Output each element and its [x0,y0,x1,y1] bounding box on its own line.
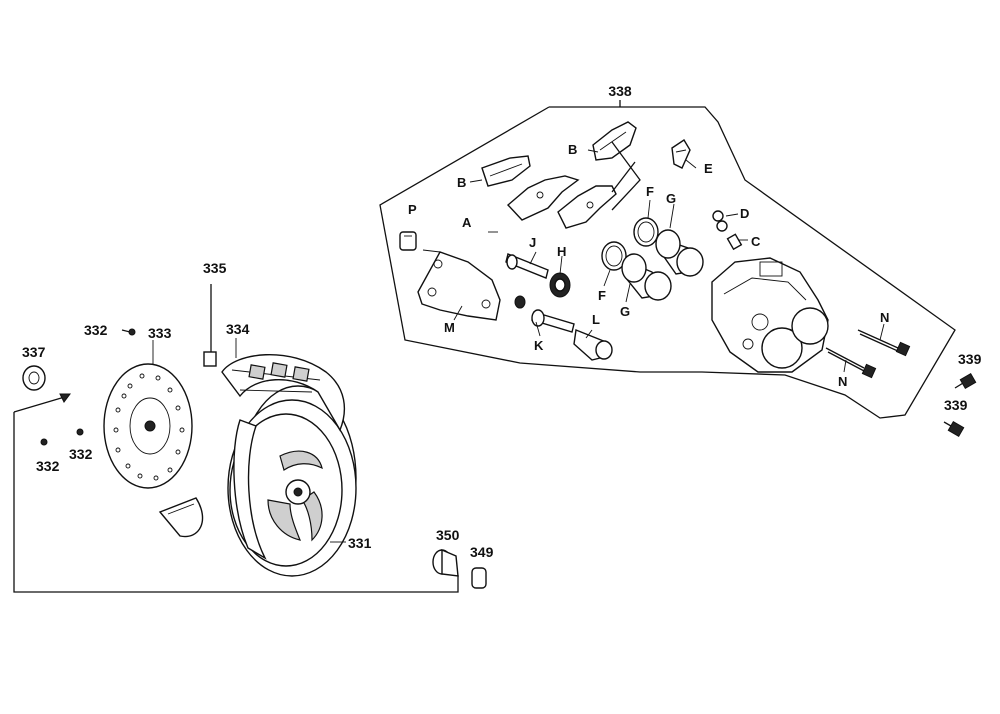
boot-h [549,272,571,298]
caliper-bracket-m [417,251,501,321]
sleeve-l [573,329,613,361]
label-333: 333 [148,325,172,341]
label-letter-k: K [534,338,544,353]
label-letter-m: M [444,320,455,335]
label-350: 350 [436,527,460,543]
label-letter-h: H [557,244,566,259]
seal-f-upper [633,217,659,247]
label-letter-a: A [462,215,472,230]
label-letter-p: P [408,202,417,217]
label-letter-c: C [751,234,761,249]
slide-pin-k [514,295,575,333]
label-332-top: 332 [84,322,108,338]
brake-pad-upper [592,121,637,161]
collar-350 [432,548,459,577]
caliper-bolt-n-lower [825,347,877,379]
axle-nut [22,365,46,391]
label-349: 349 [470,544,494,560]
label-letter-d: D [740,206,749,221]
label-letter-n-lower: N [838,374,847,389]
label-339-lower: 339 [944,397,968,413]
bolt-332-top [121,328,136,336]
valve-stem [203,284,217,367]
label-letter-e: E [704,161,713,176]
label-letter-b-upper: B [568,142,577,157]
label-letter-g-lower: G [620,304,630,319]
pad-clip-e [671,139,691,169]
seal-f-lower [601,241,627,271]
label-334: 334 [226,321,250,337]
bolt-332-right [76,428,84,436]
label-337: 337 [22,344,46,360]
label-letter-b-lower: B [457,175,466,190]
label-331: 331 [348,535,372,551]
tire [158,354,346,538]
assembly-bracket-line [13,393,459,593]
bleeder-cap-d [712,210,728,232]
label-letter-f-lower: F [598,288,606,303]
label-335: 335 [203,260,227,276]
label-letter-n-upper: N [880,310,889,325]
wheel-rim [227,385,357,577]
pin-p [399,231,417,251]
label-letter-f-upper: F [646,184,654,199]
bolt-339-lower [943,420,965,438]
bleeder-screw-c [726,233,743,251]
spacer-349 [471,567,487,589]
caliper-body [711,257,829,373]
brake-disc [103,363,193,489]
label-letter-l: L [592,312,600,327]
caliper-assembly-boundary [379,100,956,419]
label-332-right: 332 [69,446,93,462]
caliper-bolt-n-upper [857,329,911,357]
slide-pin-j [505,253,549,279]
piston-g-upper [655,229,704,277]
brake-pad-lower [481,155,531,187]
label-339-upper: 339 [958,351,982,367]
label-332-left: 332 [36,458,60,474]
piston-g-lower [621,253,672,301]
bolt-339-upper [954,372,977,390]
label-338: 338 [608,83,632,99]
bolt-332-left [40,438,48,446]
leader-lines [152,149,885,543]
label-letter-j: J [529,235,536,250]
pad-spring-a [506,175,617,229]
label-letter-g-upper: G [666,191,676,206]
